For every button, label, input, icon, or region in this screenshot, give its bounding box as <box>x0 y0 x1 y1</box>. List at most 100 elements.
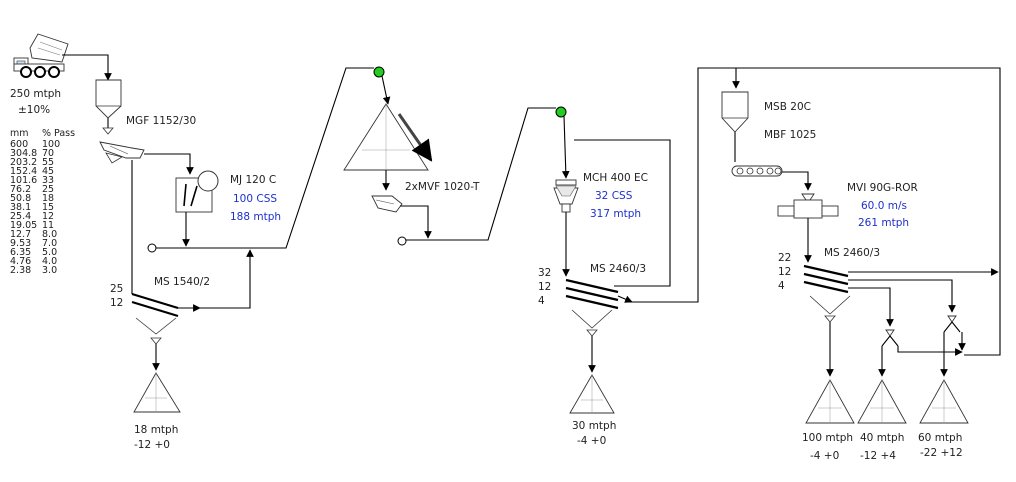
feeder-label: MGF 1152/30 <box>126 115 196 127</box>
conveyor-2-line <box>406 107 556 241</box>
grizzly-feeder <box>99 141 145 164</box>
grizzly-overs-line <box>144 153 194 175</box>
screen1-label: MS 1540/2 <box>154 276 210 288</box>
gradation-mm-cell: 19.05 <box>10 220 37 231</box>
splitter-2 <box>943 315 961 333</box>
conveyor-1-discharge <box>381 75 391 105</box>
screen2-deck-2: 12 <box>538 281 551 293</box>
stockpile-1 <box>133 372 181 413</box>
splitter1-recycle-line <box>897 346 963 356</box>
gradation-mm-cell: 152.4 <box>10 166 37 177</box>
screen1-deck-1: 25 <box>110 283 123 295</box>
stockpile1-size: -12 +0 <box>134 439 170 451</box>
vfeeder-label: 2xMVF 1020-T <box>405 181 480 193</box>
dump-truck-icon <box>13 33 69 78</box>
gradation-col-pass: % Pass <box>42 128 75 139</box>
gradation-pass-cell: 25 <box>42 184 54 195</box>
stockpile1-rate: 18 mtph <box>134 424 178 436</box>
vsi-crusher <box>777 193 839 219</box>
gradation-pass-cell: 100 <box>42 139 60 150</box>
gradation-mm-cell: 2.38 <box>10 265 31 276</box>
belt-feeder-label: MBF 1025 <box>764 129 816 141</box>
screen1-recycle-line <box>200 249 254 309</box>
screen2-deck-3: 4 <box>538 295 545 307</box>
gradation-pass-cell: 12 <box>42 211 54 222</box>
feed-rate: 250 mtph <box>10 88 61 100</box>
feed-hopper <box>95 79 122 135</box>
screen2-recycle-top <box>574 139 671 287</box>
stockpile-3a <box>805 379 855 424</box>
screen2-deck-1: 32 <box>538 267 551 279</box>
belt-feeder <box>731 165 783 177</box>
splitter-1 <box>881 329 899 347</box>
cone-label: MCH 400 EC <box>583 172 648 184</box>
gradation-mm-cell: 600 <box>10 139 28 150</box>
cone-css: 32 CSS <box>595 190 633 202</box>
conveyor-2-head-node <box>555 106 567 118</box>
surge-bin-label: MSB 20C <box>764 101 811 113</box>
stockpile3c-rate: 60 mtph <box>918 432 962 444</box>
gradation-mm-cell: 50.8 <box>10 193 31 204</box>
stockpile3a-size: -4 +0 <box>810 450 839 462</box>
vsi-label: MVI 90G-ROR <box>847 182 918 194</box>
stockpile3c-size: -22 +12 <box>920 447 963 459</box>
jaw-css: 100 CSS <box>233 193 277 205</box>
vsi-speed: 60.0 m/s <box>861 200 907 212</box>
conveyor-1-line <box>156 67 374 249</box>
jaw-crusher <box>175 170 219 213</box>
screen3-low-line <box>848 287 894 327</box>
feed-line <box>62 54 112 81</box>
stockpile-3b <box>857 379 907 424</box>
conveyor-2-discharge <box>561 115 570 179</box>
conveyor-1-head-node <box>373 66 385 78</box>
gradation-mm-cell: 9.53 <box>10 238 31 249</box>
screen3-deck-1: 22 <box>778 252 791 264</box>
screen3-deck-3: 4 <box>778 280 785 292</box>
stockpile3b-size: -12 +4 <box>860 450 896 462</box>
screen-1 <box>131 292 179 345</box>
screen-3 <box>803 264 851 323</box>
gradation-pass-cell: 55 <box>42 157 54 168</box>
gradation-mm-cell: 101.6 <box>10 175 37 186</box>
vsi-rate: 261 mtph <box>858 217 909 229</box>
screen3-deck-2: 12 <box>778 266 791 278</box>
conveyor-tail-pulley-1 <box>147 243 157 253</box>
stockpile-3c <box>919 379 969 424</box>
cone-crusher <box>553 179 579 213</box>
gradation-pass-cell: 5.0 <box>42 247 57 258</box>
gradation-pass-cell: 18 <box>42 193 54 204</box>
screen-2 <box>565 278 619 337</box>
screen3-label: MS 2460/3 <box>824 247 880 259</box>
stockpile2-rate: 30 mtph <box>572 420 616 432</box>
gradation-mm-cell: 12.7 <box>10 229 31 240</box>
recirculation-loop <box>626 67 1001 356</box>
gradation-pass-cell: 11 <box>42 220 54 231</box>
surge-pile <box>343 103 433 171</box>
gradation-pass-cell: 3.0 <box>42 265 57 276</box>
conveyor-tail-pulley-2 <box>397 236 407 246</box>
stockpile3a-rate: 100 mtph <box>802 432 853 444</box>
gradation-mm-cell: 38.1 <box>10 202 31 213</box>
jaw-rate: 188 mtph <box>230 211 281 223</box>
vibrating-feeder <box>371 195 403 213</box>
stockpile3b-rate: 40 mtph <box>860 432 904 444</box>
vfeeder-discharge <box>400 205 432 239</box>
gradation-pass-cell: 4.0 <box>42 256 57 267</box>
gradation-pass-cell: 7.0 <box>42 238 57 249</box>
surge-bin <box>721 91 749 162</box>
gradation-mm-cell: 6.35 <box>10 247 31 258</box>
gradation-mm-cell: 203.2 <box>10 157 37 168</box>
screen1-deck-2: 12 <box>110 297 123 309</box>
belt-feeder-discharge <box>782 171 812 191</box>
gradation-mm-cell: 304.8 <box>10 148 37 159</box>
cone-rate: 317 mtph <box>590 208 641 220</box>
gradation-pass-cell: 15 <box>42 202 54 213</box>
gradation-col-mm: mm <box>10 128 29 139</box>
gradation-pass-cell: 70 <box>42 148 54 159</box>
stockpile2-size: -4 +0 <box>577 435 606 447</box>
gradation-pass-cell: 8.0 <box>42 229 57 240</box>
gradation-mm-cell: 25.4 <box>10 211 31 222</box>
gradation-pass-cell: 33 <box>42 175 54 186</box>
